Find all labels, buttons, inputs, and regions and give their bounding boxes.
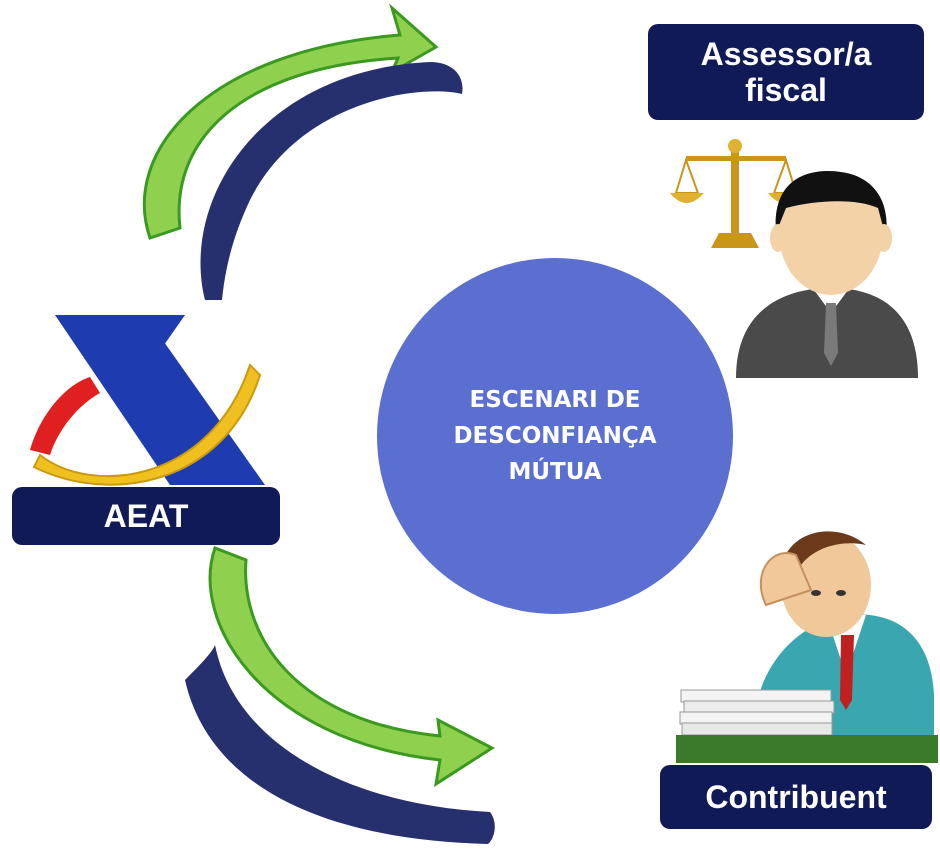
aeat-label: AEAT <box>12 487 280 545</box>
assessor-label: Assessor/a fiscal <box>648 24 924 120</box>
advisor-person-icon <box>736 170 918 378</box>
top-green-arrow <box>142 3 439 240</box>
contribuent-label: Contribuent <box>660 765 932 829</box>
assessor-label-line-1: Assessor/a <box>700 36 872 72</box>
tax-advisor-illustration <box>670 139 918 378</box>
center-title: ESCENARI DE DESCONFIANÇA MÚTUA <box>435 382 675 490</box>
assessor-label-line-2: fiscal <box>745 72 827 108</box>
scales-icon <box>670 139 802 248</box>
center-circle: ESCENARI DE DESCONFIANÇA MÚTUA <box>377 258 733 614</box>
bottom-green-arrow <box>208 546 495 788</box>
taxpayer-illustration <box>676 531 938 763</box>
center-title-line-1: ESCENARI DE <box>469 387 641 413</box>
papers-icon <box>676 689 938 763</box>
top-navy-arc <box>200 62 463 300</box>
bottom-navy-arc <box>185 645 495 844</box>
center-title-line-3: MÚTUA <box>508 459 602 485</box>
aeat-logo <box>30 315 265 486</box>
center-title-line-2: DESCONFIANÇA <box>453 423 657 449</box>
